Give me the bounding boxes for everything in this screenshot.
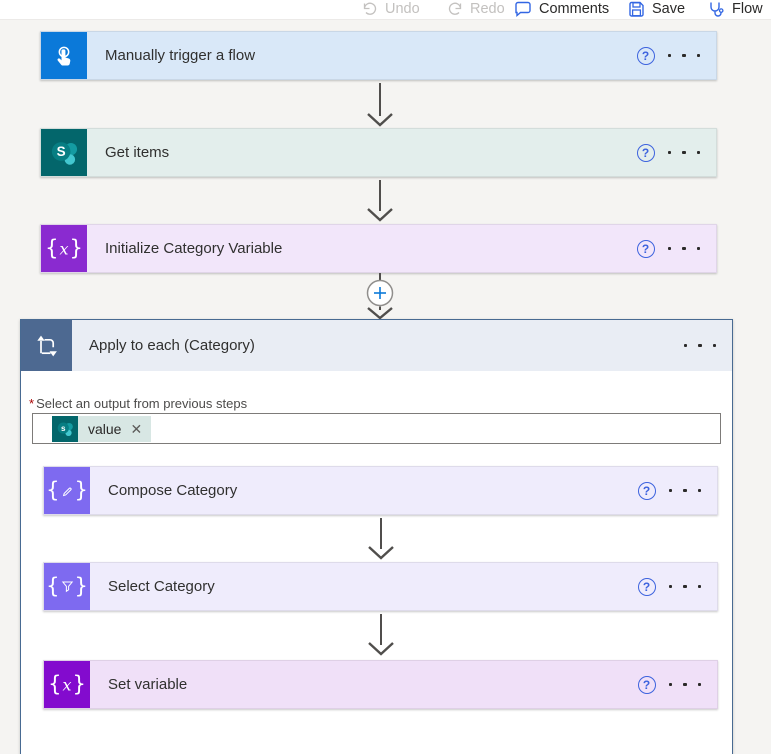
flow-checker-label: Flow [732, 1, 763, 17]
required-marker: * [29, 396, 35, 411]
token-label: value [88, 420, 122, 437]
redo-icon [448, 2, 462, 15]
step-title: Select Category [108, 578, 215, 595]
save-button[interactable]: Save [628, 0, 685, 20]
step-menu-ellipsis[interactable] [668, 488, 701, 493]
variable-icon: {x} [44, 661, 90, 708]
step-menu-ellipsis[interactable] [668, 584, 701, 589]
flow-checker-icon [710, 2, 724, 17]
flow-checker-button[interactable]: Flow [708, 0, 763, 20]
variable-icon: {x} [41, 225, 87, 272]
help-icon[interactable]: ? [636, 143, 655, 162]
scope-apply-to-each: Apply to each (Category) *Select an outp… [20, 319, 733, 754]
insert-step-connector [366, 273, 394, 319]
redo-label: Redo [470, 1, 505, 17]
redo-button[interactable]: Redo [447, 0, 505, 20]
value-token-chip[interactable]: s value ✕ [52, 415, 152, 442]
step-card-select-category[interactable]: {} Select Category ? [43, 562, 718, 611]
step-menu-ellipsis[interactable] [668, 682, 701, 687]
undo-label: Undo [385, 1, 420, 17]
step-card-set-variable[interactable]: {x} Set variable ? [43, 660, 718, 709]
svg-text:s: s [61, 424, 66, 433]
field-label: *Select an output from previous steps [29, 396, 247, 411]
step-menu-ellipsis[interactable] [667, 246, 700, 251]
apply-to-each-loop-icon [21, 320, 72, 371]
compose-icon: {} [44, 467, 90, 514]
help-icon[interactable]: ? [637, 675, 656, 694]
apply-to-each-header[interactable]: Apply to each (Category) [21, 320, 732, 371]
field-label-text: Select an output from previous steps [36, 396, 248, 411]
help-icon[interactable]: ? [636, 239, 655, 258]
step-card-get-items[interactable]: S Get items ? [40, 128, 717, 177]
connector-arrow [368, 518, 394, 560]
step-card-compose-category[interactable]: {} Compose Category ? [43, 466, 718, 515]
manual-trigger-icon [41, 32, 87, 79]
step-title: Manually trigger a flow [105, 47, 256, 64]
undo-button[interactable]: Undo [362, 0, 420, 20]
undo-icon [363, 2, 377, 15]
help-icon[interactable]: ? [636, 46, 655, 65]
comments-button[interactable]: Comments [514, 0, 609, 20]
scope-menu-ellipsis[interactable] [683, 343, 716, 348]
connector-arrow [367, 180, 393, 222]
step-menu-ellipsis[interactable] [667, 53, 700, 58]
designer-toolbar: Undo Redo Comments Save Flow [0, 0, 771, 20]
step-title: Initialize Category Variable [105, 240, 283, 257]
help-icon[interactable]: ? [637, 481, 656, 500]
help-icon[interactable]: ? [637, 577, 656, 596]
step-menu-ellipsis[interactable] [667, 150, 700, 155]
step-title: Compose Category [108, 482, 238, 499]
sharepoint-token-icon: s [52, 415, 78, 442]
comments-label: Comments [539, 1, 610, 17]
scope-title: Apply to each (Category) [89, 337, 255, 354]
svg-text:S: S [57, 144, 66, 159]
comments-icon [515, 1, 531, 17]
select-filter-icon: {} [44, 563, 90, 610]
token-remove-icon[interactable]: ✕ [130, 420, 143, 437]
step-title: Set variable [108, 676, 188, 693]
step-title: Get items [105, 144, 170, 161]
connector-arrow [367, 83, 393, 127]
connector-arrow [368, 614, 394, 656]
output-token-input[interactable]: s value ✕ [32, 413, 721, 444]
step-card-manually-trigger[interactable]: Manually trigger a flow ? [40, 31, 717, 80]
step-card-initialize-variable[interactable]: {x} Initialize Category Variable ? [40, 224, 717, 273]
save-icon [629, 1, 644, 17]
sharepoint-icon: S [41, 129, 87, 176]
save-label: Save [652, 1, 686, 17]
